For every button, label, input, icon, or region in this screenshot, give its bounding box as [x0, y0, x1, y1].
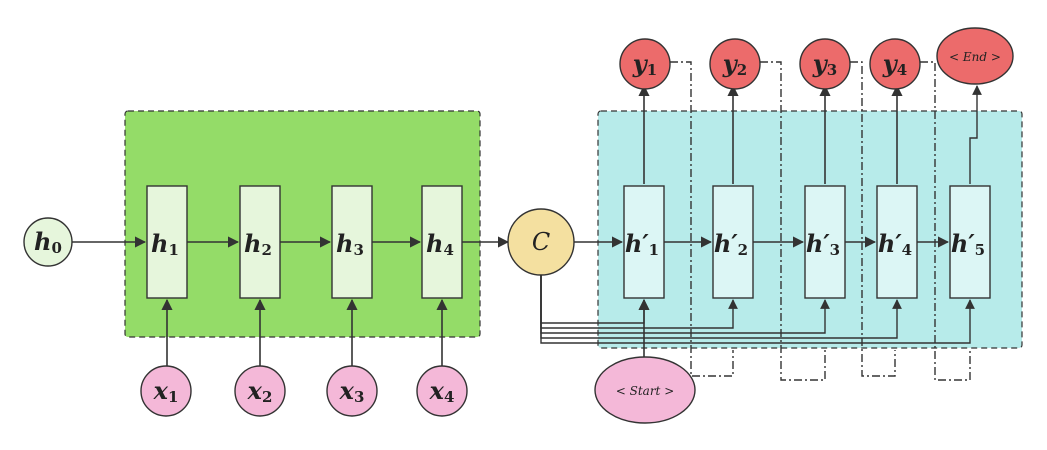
encoder-cell: [239, 185, 281, 299]
decoder-cell: [804, 185, 846, 299]
decoder-cell: [623, 185, 665, 299]
decoder-cell-label: h′1: [625, 229, 659, 260]
input-label-subscript: 1: [168, 388, 178, 406]
encoder-cell-label-subscript: 4: [444, 241, 454, 259]
encoder-cell-label-subscript: 2: [262, 241, 272, 259]
input-label: x3: [339, 376, 365, 407]
h0-node: [23, 217, 73, 267]
decoder-cell-label: h′2: [714, 229, 748, 260]
start-label: < Start >: [616, 384, 675, 398]
encoder-cell-label-base: h: [426, 229, 443, 258]
output-node: [709, 38, 761, 90]
output-label: y4: [882, 49, 907, 80]
decoder-cell-label: h′5: [951, 229, 985, 260]
decoder-cell: [949, 185, 991, 299]
output-label-subscript: 1: [647, 61, 657, 79]
decoder-cell-label-subscript: 4: [902, 241, 912, 259]
input-label-subscript: 4: [444, 388, 454, 406]
feedback-loop-line: [920, 61, 971, 381]
decoder-cell-label-base: h′: [878, 229, 902, 258]
h5-to-end-arrow: [969, 85, 982, 184]
output-label-base: y: [812, 49, 829, 78]
encoder-cell-label: h4: [426, 229, 454, 260]
input-label-base: x: [247, 376, 263, 405]
decoder-cell-label-base: h′: [951, 229, 975, 258]
input-node: [416, 365, 468, 417]
encoder-cell: [331, 185, 373, 299]
context-fanout-line: [540, 275, 975, 344]
encoder-cell-label: h2: [244, 229, 272, 260]
decoder-cell: [876, 185, 918, 299]
input-label: x2: [247, 376, 273, 407]
input-label-subscript: 2: [262, 388, 272, 406]
h0-label-base: h: [34, 227, 51, 256]
input-node: [234, 365, 286, 417]
input-node: [140, 365, 192, 417]
decoder-cell-label-subscript: 2: [738, 241, 748, 259]
output-node: [799, 38, 851, 90]
feedback-loop-line: [850, 61, 896, 377]
decoder-cell-label-subscript: 3: [830, 241, 840, 259]
encoder-cell: [421, 185, 463, 299]
encoder-region: [124, 110, 481, 338]
input-node: [326, 365, 378, 417]
context-node: [507, 208, 575, 276]
decoder-cell-label-base: h′: [714, 229, 738, 258]
input-label: x1: [153, 376, 179, 407]
h0-label: h0: [34, 227, 62, 258]
input-label: x4: [429, 376, 455, 407]
output-label-subscript: 4: [897, 61, 907, 79]
decoder-cell: [712, 185, 754, 299]
h0-label-subscript: 0: [52, 239, 62, 257]
output-label-subscript: 3: [827, 61, 837, 79]
input-label-subscript: 3: [354, 388, 364, 406]
end-node: [936, 27, 1014, 85]
encoder-cell-label-subscript: 3: [354, 241, 364, 259]
encoder-cell-label-base: h: [244, 229, 261, 258]
feedback-loop-line: [760, 61, 826, 381]
output-label-base: y: [882, 49, 899, 78]
encoder-cell: [146, 185, 188, 299]
encoder-cell-label-base: h: [336, 229, 353, 258]
end-label: < End >: [949, 50, 1001, 64]
decoder-cell-label-subscript: 1: [649, 241, 659, 259]
output-label-subscript: 2: [737, 61, 747, 79]
decoder-cell-label: h′4: [878, 229, 912, 260]
encoder-cell-label-subscript: 1: [169, 241, 179, 259]
output-node: [619, 38, 671, 90]
output-label: y1: [632, 49, 657, 80]
encoder-cell-label: h1: [151, 229, 179, 260]
encoder-cell-label-base: h: [151, 229, 168, 258]
output-label-base: y: [632, 49, 649, 78]
output-node: [869, 38, 921, 90]
decoder-cell-label: h′3: [806, 229, 840, 260]
encoder-cell-label: h3: [336, 229, 364, 260]
start-node: [594, 356, 696, 424]
input-label-base: x: [339, 376, 355, 405]
input-label-base: x: [429, 376, 445, 405]
output-label: y3: [812, 49, 837, 80]
input-label-base: x: [153, 376, 169, 405]
feedback-loop-line: [670, 61, 734, 377]
decoder-cell-label-subscript: 5: [975, 241, 985, 259]
decoder-cell-label-base: h′: [625, 229, 649, 258]
context-label: C: [532, 228, 550, 256]
output-label-base: y: [722, 49, 739, 78]
decoder-cell-label-base: h′: [806, 229, 830, 258]
output-label: y2: [722, 49, 747, 80]
